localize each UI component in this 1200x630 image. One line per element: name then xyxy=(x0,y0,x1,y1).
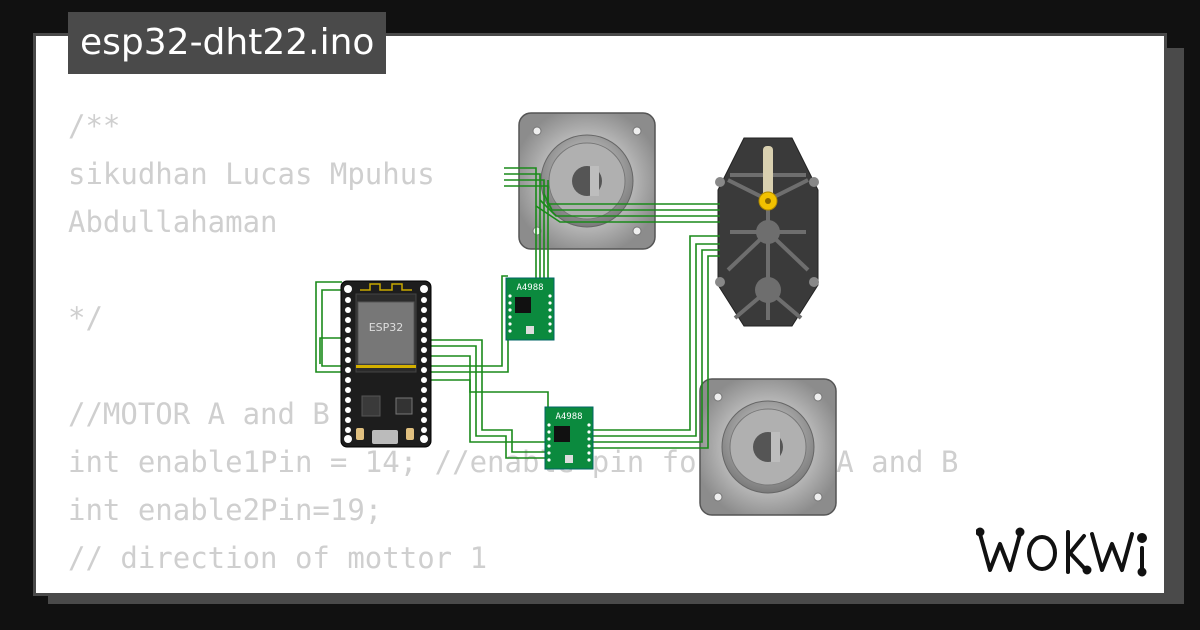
driver-2-label: A4988 xyxy=(555,412,582,422)
code-line: Abdullahaman xyxy=(68,205,278,239)
servo-motor[interactable] xyxy=(715,137,819,327)
code-line: //MOTOR A and B xyxy=(68,397,330,431)
esp32-pin-header xyxy=(344,285,428,443)
code-line: int motor1Pin1 = 27; //Pin for driving t… xyxy=(68,582,976,593)
esp32-board[interactable]: ESP32 xyxy=(340,280,432,448)
code-line: */ xyxy=(68,301,103,335)
stepper-motor-b[interactable] xyxy=(699,378,837,516)
code-line: int enable2Pin=19; xyxy=(68,493,383,527)
wokwi-logo xyxy=(976,527,1147,577)
a4988-driver-2[interactable]: A4988 xyxy=(544,406,594,470)
file-title: esp32-dht22.ino xyxy=(68,12,387,74)
code-line: /** xyxy=(68,109,121,143)
esp32-label: ESP32 xyxy=(369,321,404,334)
code-line: // direction of mottor 1 xyxy=(68,541,488,575)
code-line: sikudhan Lucas Mpuhus xyxy=(68,157,435,191)
driver-1-label: A4988 xyxy=(516,283,543,293)
a4988-driver-1[interactable]: A4988 xyxy=(505,277,555,341)
